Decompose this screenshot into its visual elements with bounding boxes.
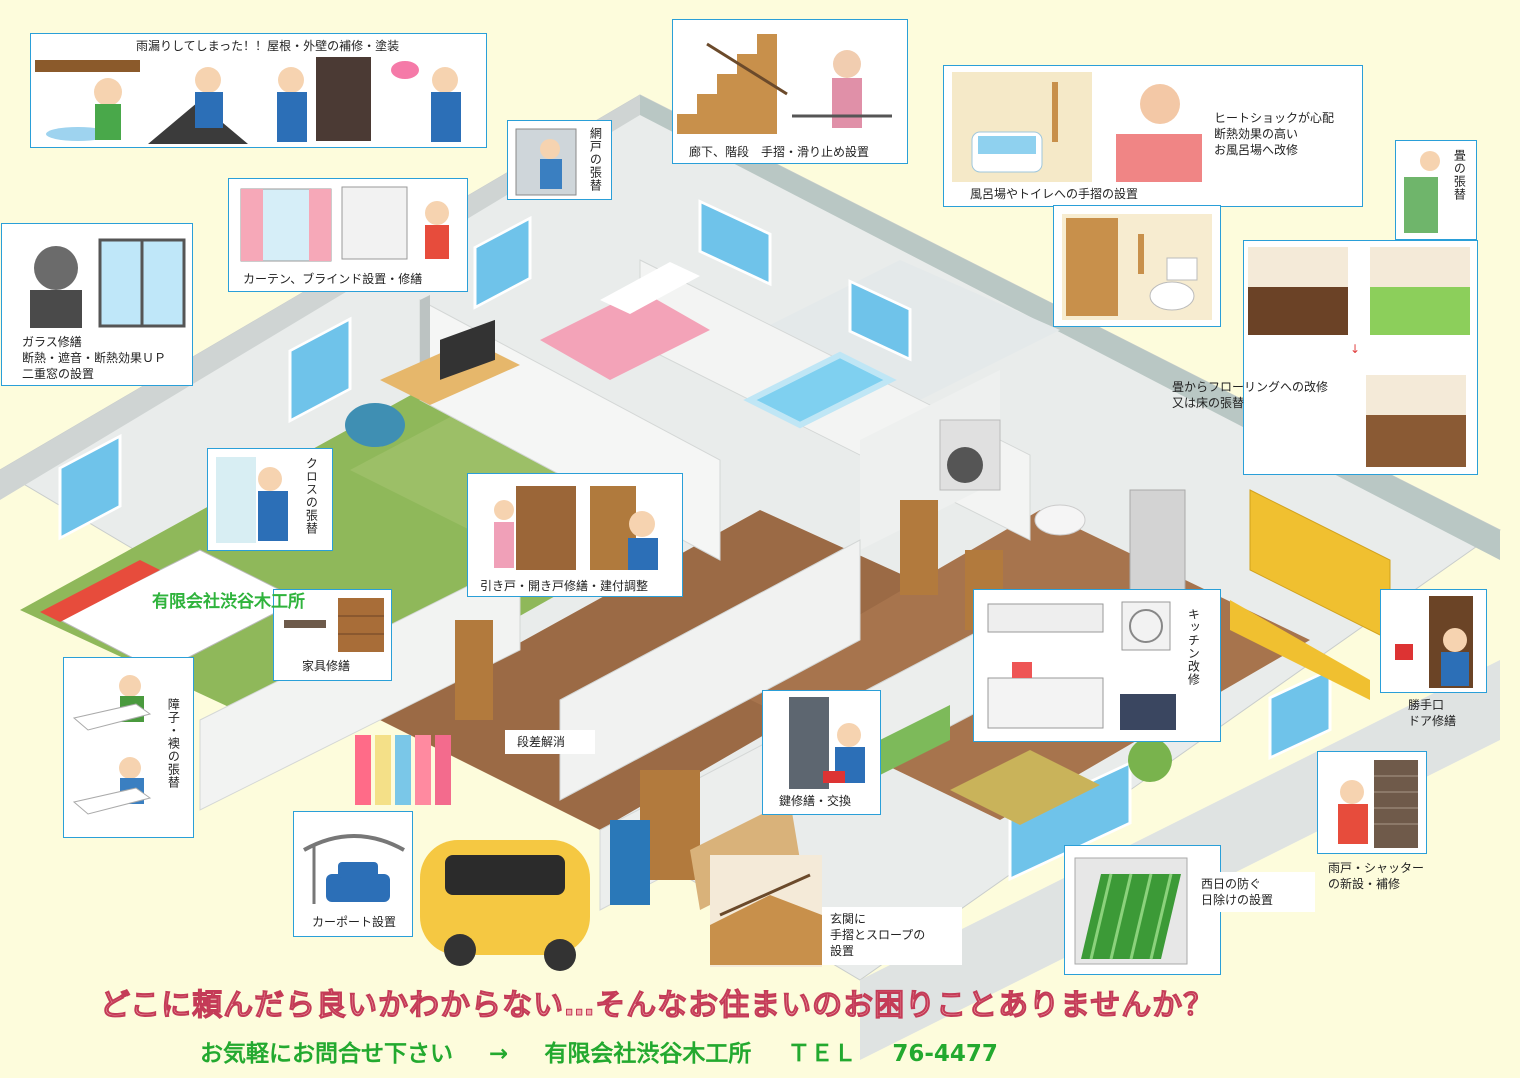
sunshade-panel xyxy=(1064,845,1221,975)
sunshade-label-box: 西日の防ぐ 日除けの設置 xyxy=(1195,872,1315,912)
tatami-label: 畳の張替 xyxy=(1452,149,1467,201)
heatshock-line-2: 断熱効果の高い xyxy=(1214,127,1299,141)
furniture-repair-label: 家具修繕 xyxy=(302,659,351,673)
company-sign: 有限会社渋谷木工所 xyxy=(152,592,305,612)
contact-line: お気軽にお問合せ下さい → 有限会社渋谷木工所 ＴＥＬ 76-4477 xyxy=(200,1034,1026,1068)
sunshade-line-1: 西日の防ぐ xyxy=(1201,877,1262,891)
stairs-handrail-label: 廊下、階段 手摺・滑り止め設置 xyxy=(689,145,870,159)
sunshade-illustration xyxy=(1074,857,1188,965)
screen-door-illustration xyxy=(515,128,577,196)
lock-repair-illustration xyxy=(789,697,865,789)
toilet-handrail-panel xyxy=(1053,205,1221,327)
carport-illustration xyxy=(303,834,405,904)
wallpaper-illustration xyxy=(216,457,288,543)
glass-illustration xyxy=(30,238,186,328)
bath-handrail-label: 風呂場やトイレへの手摺の設置 xyxy=(970,187,1139,201)
bathroom-illustration xyxy=(952,72,1092,182)
contact-cta: お気軽にお問合せ下さい xyxy=(200,1041,453,1067)
headline-banner: どこに頼んだら良いかわからない…そんなお住まいのお困りことありませんか？ xyxy=(100,988,1215,1024)
entrance-ramp-illustration xyxy=(710,855,822,967)
sunshade-line-2: 日除けの設置 xyxy=(1201,893,1274,907)
entrance-line-2: 手摺とスロープの xyxy=(830,928,926,942)
curtain-label: カーテン、ブラインド設置・修繕 xyxy=(243,272,423,286)
bathroom-panel: ヒートショックが心配 断熱効果の高い お風呂場へ改修 風呂場やトイレへの手摺の設… xyxy=(943,65,1363,207)
heatshock-illustration xyxy=(1116,84,1202,182)
step-removal-panel: 段差解消 xyxy=(505,730,595,754)
shutter-line-1: 雨戸・シャッター xyxy=(1328,861,1425,875)
contact-company: 有限会社渋谷木工所 xyxy=(544,1041,752,1067)
glass-line-3: 二重窓の設置 xyxy=(22,367,95,381)
door-repair-illustration xyxy=(494,486,658,570)
screen-door-panel: 網戸の張替 xyxy=(507,120,612,200)
shoji-label: 障子・襖の張替 xyxy=(166,698,181,789)
carport-panel: カーポート設置 xyxy=(293,811,413,937)
heatshock-line-1: ヒートショックが心配 xyxy=(1214,111,1335,125)
heatshock-line-3: お風呂場へ改修 xyxy=(1214,143,1299,157)
shutter-illustration xyxy=(1338,760,1418,848)
tel-number[interactable]: 76-4477 xyxy=(892,1041,998,1067)
lock-repair-label: 鍵修繕・交換 xyxy=(779,794,852,808)
backdoor-panel xyxy=(1380,589,1487,693)
glass-panel: ガラス修繕 断熱・遮音・断熱効果ＵＰ 二重窓の設置 xyxy=(1,223,193,386)
door-repair-label: 引き戸・開き戸修繕・建付調整 xyxy=(480,579,649,593)
glass-line-1: ガラス修繕 xyxy=(22,335,82,349)
toilet-illustration xyxy=(1062,214,1212,320)
shoji-illustration xyxy=(72,675,152,815)
stairs-illustration xyxy=(677,34,892,134)
kitchen-panel: キッチン改修 xyxy=(973,589,1221,742)
furniture-repair-panel: 家具修繕 xyxy=(273,589,392,681)
furniture-illustration xyxy=(284,598,384,652)
kitchen-illustration xyxy=(987,601,1176,730)
entrance-ramp-panel: 玄関に 手摺とスロープの 設置 xyxy=(710,855,964,967)
floor-before-after-illustration xyxy=(1248,247,1470,335)
shutter-line-2: の新設・補修 xyxy=(1328,877,1401,891)
kitchen-label: キッチン改修 xyxy=(1186,608,1201,686)
roof-repair-panel: 雨漏りしてしまった！！屋根・外壁の補修・塗装 xyxy=(30,33,487,148)
backdoor-illustration xyxy=(1395,596,1473,688)
tel-label: ＴＥＬ xyxy=(787,1041,857,1067)
door-repair-panel: 引き戸・開き戸修繕・建付調整 xyxy=(467,473,683,597)
stairs-handrail-panel: 廊下、階段 手摺・滑り止め設置 xyxy=(672,19,908,164)
tatami-illustration xyxy=(1404,151,1440,233)
curtain-illustration xyxy=(240,186,449,262)
glass-line-2: 断熱・遮音・断熱効果ＵＰ xyxy=(22,351,167,365)
floor-wood-illustration xyxy=(1366,375,1466,467)
flooring-line-2: 又は床の張替 xyxy=(1172,396,1245,410)
screen-door-label: 網戸の張替 xyxy=(588,127,603,192)
roof-repair-label: 雨漏りしてしまった！！屋根・外壁の補修・塗装 xyxy=(136,39,400,53)
arrow-icon: → xyxy=(489,1041,509,1067)
down-arrow-icon: ↓ xyxy=(1350,342,1361,356)
wallpaper-panel: クロスの張替 xyxy=(207,448,333,551)
carport-label: カーポート設置 xyxy=(312,915,397,929)
flooring-line-1: 畳からフローリングへの改修 xyxy=(1172,380,1329,394)
backdoor-line-1: 勝手口 xyxy=(1408,698,1445,712)
flooring-panel: ↓ 畳からフローリングへの改修 又は床の張替 xyxy=(1172,240,1478,475)
wallpaper-label: クロスの張替 xyxy=(304,457,319,535)
backdoor-line-2: ドア修繕 xyxy=(1408,714,1457,728)
step-removal-label: 段差解消 xyxy=(517,735,566,749)
shutter-panel xyxy=(1317,751,1427,854)
tatami-panel: 畳の張替 xyxy=(1395,140,1477,240)
shoji-panel: 障子・襖の張替 xyxy=(63,657,194,838)
entrance-line-1: 玄関に xyxy=(830,912,867,926)
entrance-line-3: 設置 xyxy=(830,944,855,958)
roof-repair-illustration xyxy=(35,57,461,144)
entrance-ramp-label-box: 玄関に 手摺とスロープの 設置 xyxy=(822,907,962,965)
lock-repair-panel: 鍵修繕・交換 xyxy=(762,690,881,815)
curtain-panel: カーテン、ブラインド設置・修繕 xyxy=(228,178,468,292)
